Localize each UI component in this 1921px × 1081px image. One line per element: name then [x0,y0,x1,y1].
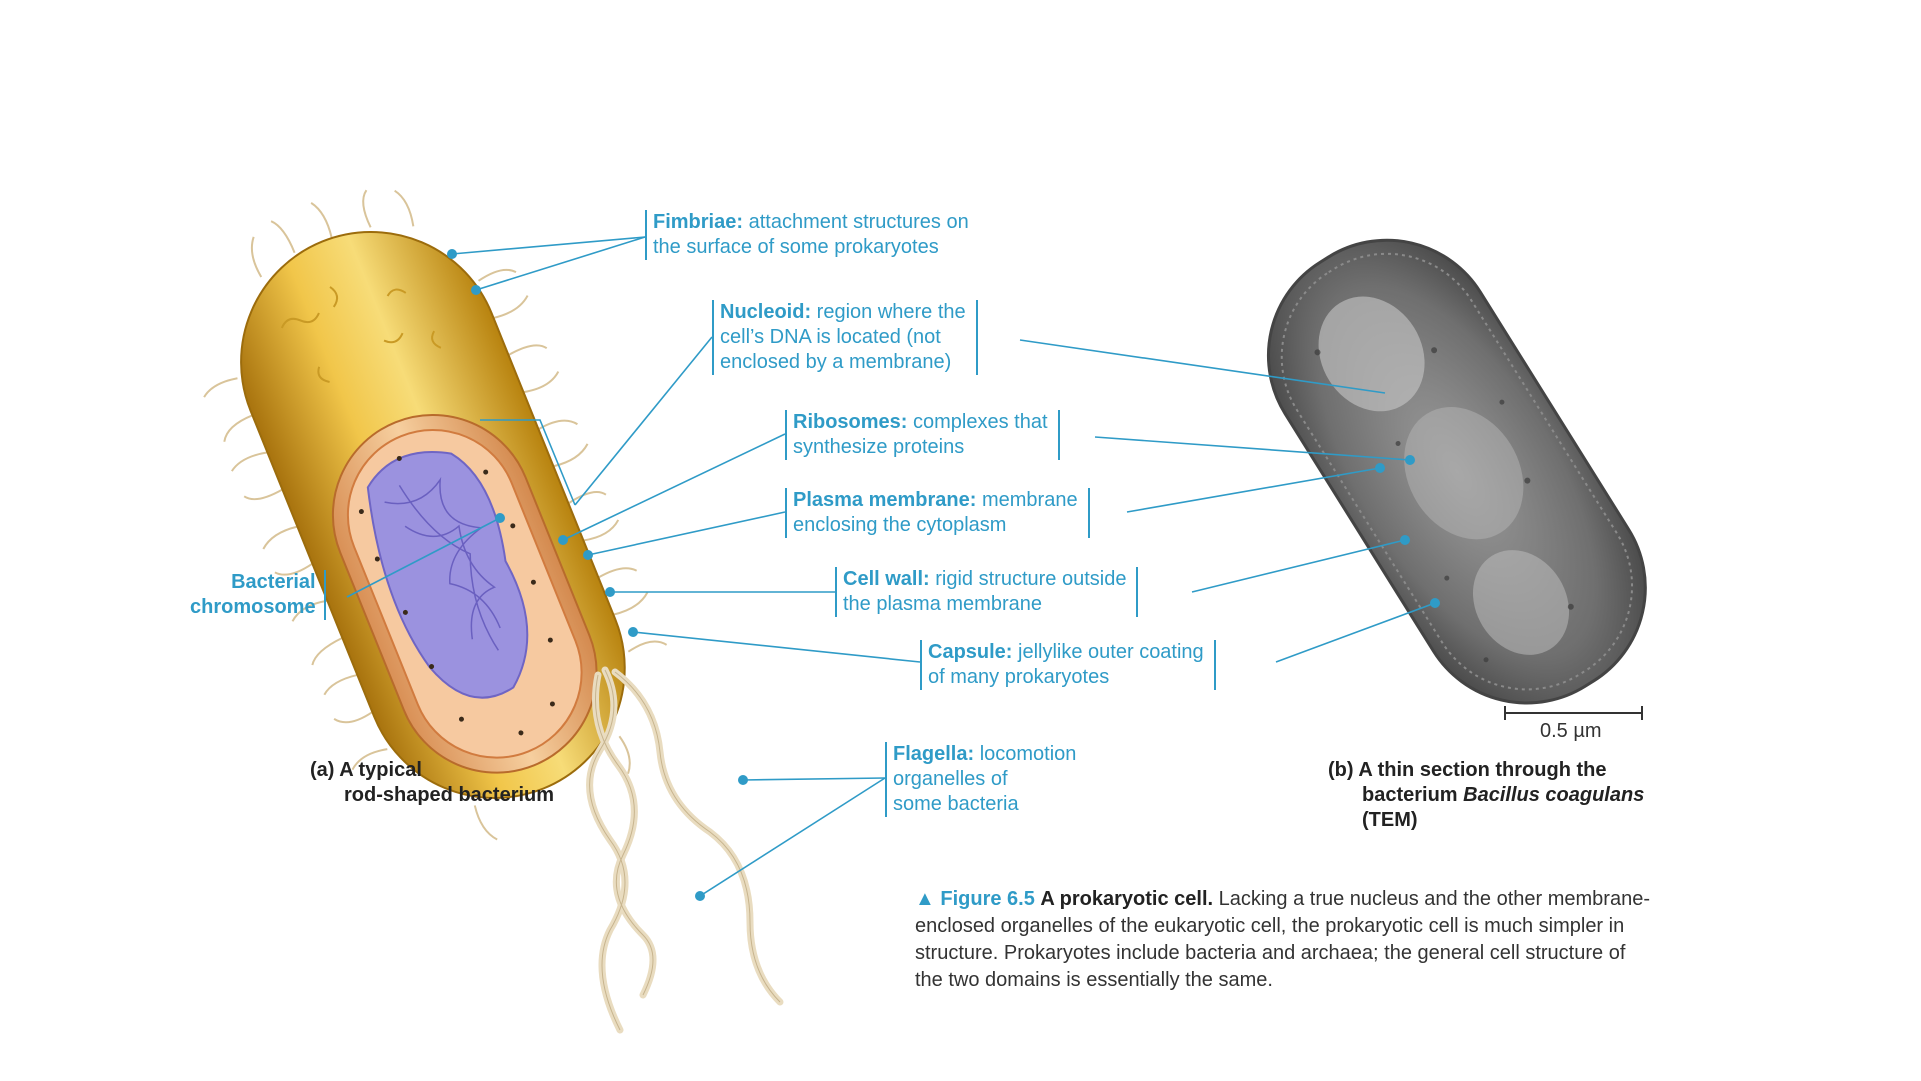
nucleoid-term: Nucleoid: [720,301,812,323]
tem-micrograph [1266,238,1647,705]
nucleoid-text-3: enclosed by a membrane) [720,351,952,373]
flagella-term: Flagella: [893,743,975,765]
caption-a-line-2: rod-shaped bacterium [344,784,555,806]
flagella-text-2: organelles of [893,768,1008,790]
caption-b: (b) A thin section through the bacterium… [1328,758,1644,833]
fimbriae-hairs [203,189,668,841]
flagella-label: Flagella: locomotion organelles of some … [885,742,1076,817]
fimbriae-text-1: attachment structures on [743,211,969,233]
caption-a-line-1: (a) A typical [310,759,422,781]
flagella-outline [589,669,781,1031]
nucleoid-label: Nucleoid: region where the cell’s DNA is… [712,300,978,375]
caption-b-line-3: (TEM) [1362,809,1418,831]
cell-wall-text-1: rigid structure outside [929,568,1127,590]
ribosomes-text-2: synthesize proteins [793,436,965,458]
fimbriae-term: Fimbriae: [653,211,744,233]
cell-wall-text-2: the plasma membrane [843,593,1042,615]
ribosomes-term: Ribosomes: [793,411,908,433]
capsule-term: Capsule: [928,641,1013,663]
ribosomes-label: Ribosomes: complexes that synthesize pro… [785,410,1060,460]
flagella-shapes [586,666,784,1034]
cell-wall-term: Cell wall: [843,568,930,590]
plasma-membrane-text-1: membrane [976,489,1078,511]
figure-caption-body: Lacking a true nucleus and the other mem… [915,888,1650,991]
nucleoid-text-1: region where the [811,301,966,323]
capsule-text-2: of many prokaryotes [928,666,1110,688]
flagella-text-1: locomotion [974,743,1077,765]
bacterium-illustration [203,189,668,841]
figure-caption-title: A prokaryotic cell. [1040,888,1214,910]
ribosomes-text-1: complexes that [907,411,1048,433]
scale-bar-label: 0.5 µm [1540,720,1602,742]
caption-b-species: Bacillus coagulans [1463,784,1645,806]
flagella-text-3: some bacteria [893,793,1019,815]
nucleoid-shape [366,451,529,699]
plasma-membrane-text-2: enclosing the cytoplasm [793,514,1007,536]
leader-dots [447,249,1440,901]
capsule-label: Capsule: jellylike outer coating of many… [920,640,1216,690]
caption-b-line-2a: bacterium [1362,784,1464,806]
bacterial-chromosome-text-2: chromosome [190,596,316,618]
plasma-membrane-term: Plasma membrane: [793,489,977,511]
fimbriae-text-2: the surface of some prokaryotes [653,236,939,258]
bacterial-chromosome-label: Bacterial chromosome [190,570,326,620]
caption-a: (a) A typical rod-shaped bacterium [310,758,554,808]
figure-caption: ▲ Figure 6.5 A prokaryotic cell. Lacking… [915,886,1655,994]
caption-b-line-1: (b) A thin section through the [1328,759,1607,781]
scale-bar [1504,706,1643,720]
plasma-membrane-label: Plasma membrane: membrane enclosing the … [785,488,1090,538]
capsule-text-1: jellylike outer coating [1012,641,1204,663]
figure-caption-number: Figure 6.5 [940,888,1035,910]
ribosome-dots [358,455,555,736]
figure-caption-marker: ▲ [915,888,935,910]
cell-wall-label: Cell wall: rigid structure outside the p… [835,567,1139,617]
nucleoid-text-2: cell’s DNA is located (not [720,326,941,348]
fimbriae-label: Fimbriae: attachment structures on the s… [645,210,969,260]
leader-lines [346,236,1436,897]
bacterial-chromosome-text-1: Bacterial [231,571,316,593]
